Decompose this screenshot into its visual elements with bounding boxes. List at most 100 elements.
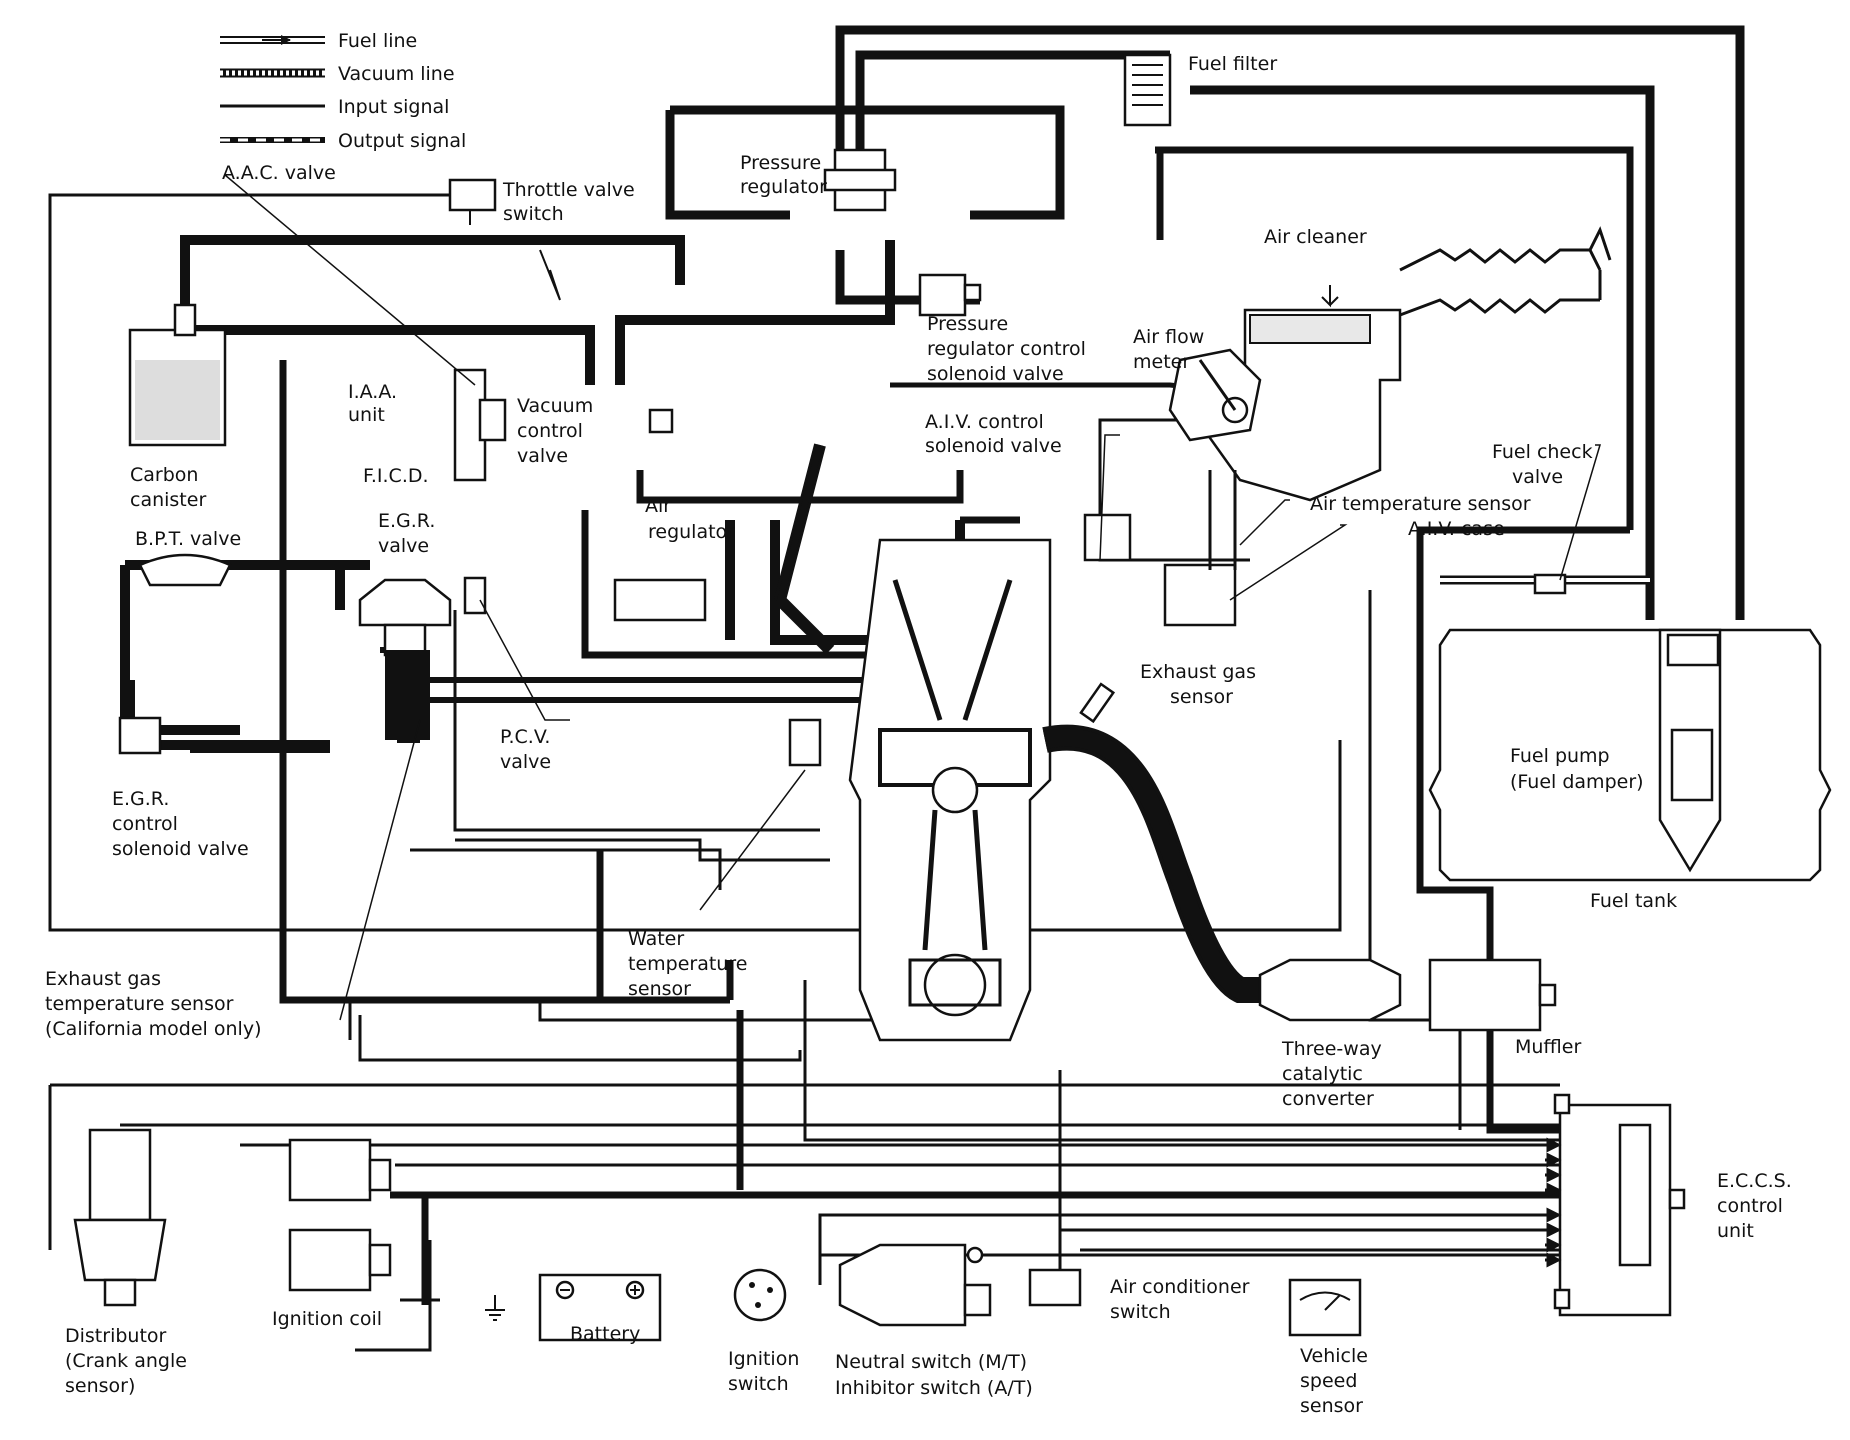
label-air-flow-1: Air flow [1133, 326, 1204, 348]
ignition-coils [288, 1138, 392, 1292]
fuel-filter [1123, 53, 1172, 127]
label-ac-switch-1: Air conditioner [1110, 1276, 1250, 1298]
label-prcs-2: regulator control [927, 338, 1086, 360]
label-fuel-pump-2: (Fuel damper) [1510, 771, 1644, 793]
label-distributor-3: sensor) [65, 1375, 135, 1397]
water-temperature-sensor [788, 718, 822, 767]
air-flow-meter [1168, 348, 1262, 442]
output-signal-lines [279, 146, 1744, 1305]
exhaust-gas-sensor-body [1079, 682, 1116, 724]
battery [485, 1273, 662, 1342]
input-signal-lines [48, 193, 1560, 1352]
label-air-flow-2: meter [1133, 351, 1190, 373]
label-egr-sol-1: E.G.R. [112, 788, 169, 810]
label-fuel-tank: Fuel tank [1590, 890, 1677, 912]
three-way-catalytic-converter [1258, 958, 1402, 1022]
label-exhaust-gas-1: Exhaust gas [1140, 661, 1256, 683]
label-air-regulator-1: Air [645, 495, 671, 517]
label-vcv-2: control [517, 420, 583, 442]
label-water-temp-3: sensor [628, 978, 691, 1000]
fuel-lines [665, 25, 1745, 620]
label-iaa-1: I.A.A. [348, 381, 397, 403]
label-fuel-filter: Fuel filter [1188, 53, 1277, 75]
label-ficd: F.I.C.D. [363, 465, 429, 487]
fuel-pump [1658, 628, 1722, 873]
label-egts-1: Exhaust gas [45, 968, 161, 990]
aiv-case [1163, 470, 1237, 627]
muffler [1428, 958, 1557, 1032]
legend-fuel-line-label: Fuel line [338, 30, 417, 52]
air-conditioner-switch-body [1028, 1268, 1082, 1307]
label-eccs-1: E.C.C.S. [1717, 1170, 1792, 1192]
label-carbon-2: canister [130, 489, 206, 511]
pressure-regulator [823, 148, 897, 212]
label-twc-1: Three-way [1281, 1038, 1382, 1060]
label-aac-valve: A.A.C. valve [222, 162, 336, 184]
label-vcv-3: valve [517, 445, 568, 467]
fuel-tank [1428, 628, 1832, 882]
label-aiv-ctrl-2: solenoid valve [925, 435, 1062, 457]
label-water-temp-1: Water [628, 928, 684, 950]
label-vss-1: Vehicle [1300, 1345, 1368, 1367]
label-egts-3: (California model only) [45, 1018, 261, 1040]
vehicle-speed-sensor [1288, 1278, 1362, 1337]
label-battery: Battery [570, 1323, 640, 1345]
bpt-valve [138, 553, 232, 587]
component-labels: A.A.C. valve Throttle valve switch Fuel … [45, 53, 1792, 1417]
label-vss-2: speed [1300, 1370, 1357, 1392]
distributor [73, 1128, 167, 1307]
exhaust-pipe [1042, 724, 1265, 1003]
legend-input-signal-label: Input signal [338, 96, 449, 118]
label-egr-valve-2: valve [378, 535, 429, 557]
neutral-inhibitor-switch [838, 1243, 992, 1327]
label-aiv-ctrl-1: A.I.V. control [925, 411, 1044, 433]
label-bpt-valve: B.P.T. valve [135, 528, 241, 550]
label-egts-2: temperature sensor [45, 993, 234, 1015]
label-carbon-1: Carbon [130, 464, 198, 486]
egr-control-solenoid-valve [118, 716, 162, 755]
legend-output-signal-label: Output signal [338, 130, 466, 152]
label-fuel-check-1: Fuel check [1492, 441, 1593, 463]
fuel-check-valve-body [1533, 573, 1567, 595]
label-iaa-2: unit [348, 404, 385, 426]
legend-vacuum-line-label: Vacuum line [338, 63, 455, 85]
leader-lines [224, 174, 1602, 1021]
label-prcs-1: Pressure [927, 313, 1008, 335]
label-pcv-1: P.C.V. [500, 726, 550, 748]
label-ignition-switch-1: Ignition [728, 1348, 799, 1370]
label-egr-sol-2: control [112, 813, 178, 835]
label-eccs-3: unit [1717, 1220, 1754, 1242]
aiv-control-solenoid-valve [1083, 513, 1132, 562]
air-cleaner [1188, 226, 1612, 502]
label-air-cleaner: Air cleaner [1264, 226, 1367, 248]
label-neutral-2: Inhibitor switch (A/T) [835, 1377, 1033, 1399]
eccs-input-arrows [1545, 1137, 1562, 1268]
legend: Fuel line Vacuum line Input signal Outpu… [220, 30, 466, 152]
label-air-regulator-2: regulator [648, 521, 735, 543]
label-neutral-1: Neutral switch (M/T) [835, 1351, 1027, 1373]
label-ac-switch-2: switch [1110, 1301, 1171, 1323]
label-vss-3: sensor [1300, 1395, 1363, 1417]
label-water-temp-2: temperature [628, 953, 747, 975]
label-fuel-check-2: valve [1512, 466, 1563, 488]
carbon-canister [128, 303, 227, 447]
label-eccs-2: control [1717, 1195, 1783, 1217]
label-ignition-coil: Ignition coil [272, 1308, 382, 1330]
label-exhaust-gas-2: sensor [1170, 686, 1233, 708]
egr-valve [358, 578, 452, 657]
eccs-control-unit [1553, 1093, 1686, 1317]
label-egr-valve-1: E.G.R. [378, 510, 435, 532]
label-egr-sol-3: solenoid valve [112, 838, 249, 860]
label-throttle-1: Throttle valve [502, 179, 635, 201]
vacuum-lines [120, 235, 965, 753]
label-air-temp-sensor: Air temperature sensor [1310, 493, 1531, 515]
aac-valve-body [648, 408, 674, 434]
label-pcv-2: valve [500, 751, 551, 773]
label-twc-2: catalytic [1282, 1063, 1363, 1085]
iaa-unit [453, 368, 507, 482]
label-pressure-regulator-2: regulator [740, 176, 827, 198]
label-fuel-pump-1: Fuel pump [1510, 745, 1610, 767]
label-twc-3: converter [1282, 1088, 1374, 1110]
label-distributor-1: Distributor [65, 1325, 167, 1347]
